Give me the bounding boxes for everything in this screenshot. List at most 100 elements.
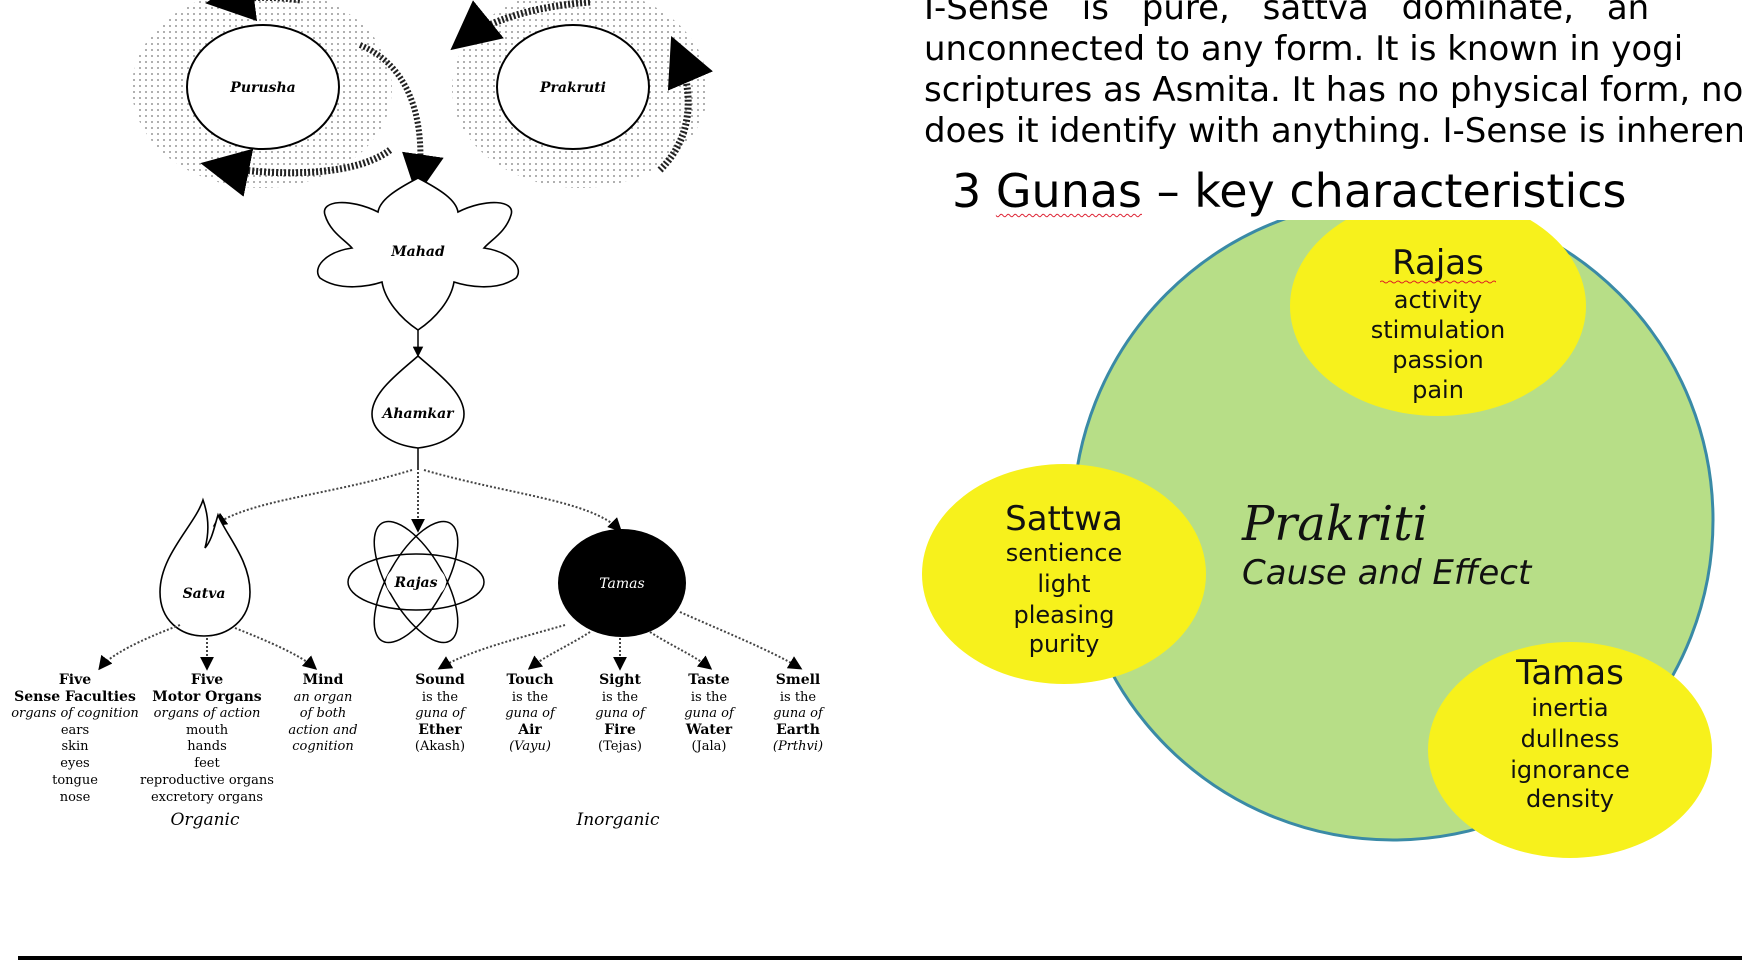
svg-text:organs of action: organs of action	[154, 706, 261, 721]
col-smell: Smell is the guna of Earth (Prthvi)	[773, 672, 825, 754]
sattwa-item: purity	[1029, 630, 1100, 658]
ahamkar-bud	[371, 354, 465, 449]
rajas-item: stimulation	[1371, 316, 1506, 344]
tamas-item: density	[1526, 785, 1614, 813]
svg-text:(Tejas): (Tejas)	[598, 739, 642, 754]
svg-text:Sense Faculties: Sense Faculties	[14, 689, 136, 705]
svg-text:action and: action and	[288, 723, 357, 738]
tamas-item: dullness	[1521, 725, 1620, 753]
col-sound: Sound is the guna of Ether (Akash)	[415, 672, 467, 754]
svg-text:Air: Air	[517, 722, 542, 738]
isense-paragraph: I-Sense is pure, sattva dominate, an unc…	[924, 0, 1742, 152]
tamas-circle	[558, 529, 686, 637]
tamas-circle-right	[1428, 642, 1712, 858]
col-mind: Mind an organ of both action and cogniti…	[288, 672, 357, 754]
arrow-to-smell	[679, 611, 803, 670]
col-motor-organs: Five Motor Organs organs of action mouth…	[140, 672, 274, 805]
tamas-item: inertia	[1531, 694, 1608, 722]
svg-text:eyes: eyes	[60, 756, 89, 771]
satva-flame	[159, 497, 251, 637]
paragraph-line: scriptures as Asmita. It has no physical…	[924, 70, 1742, 110]
arrow-to-taste	[649, 631, 713, 670]
purusha-circle	[186, 24, 340, 150]
col-sight: Sight is the guna of Fire (Tejas)	[595, 672, 647, 754]
purusha-label: Purusha	[229, 80, 295, 96]
swirl-arrow-top	[205, 0, 300, 22]
svg-text:is the: is the	[602, 690, 639, 705]
svg-text:Five: Five	[59, 672, 91, 688]
svg-text:guna of: guna of	[415, 706, 467, 721]
svg-text:organs of cognition: organs of cognition	[11, 706, 139, 721]
svg-text:is the: is the	[780, 690, 817, 705]
svg-text:of both: of both	[300, 706, 347, 721]
svg-text:cognition: cognition	[292, 739, 354, 754]
svg-text:(Prthvi): (Prthvi)	[773, 739, 823, 754]
rajas-item: pain	[1412, 376, 1464, 404]
svg-text:an organ: an organ	[294, 690, 353, 705]
svg-text:Sight: Sight	[599, 672, 641, 688]
svg-text:(Akash): (Akash)	[415, 739, 465, 754]
title-gunas-word: Gunas	[995, 164, 1142, 218]
svg-text:Sound: Sound	[415, 672, 465, 688]
col-touch: Touch is the guna of Air (Vayu)	[505, 672, 557, 754]
branch-satva	[212, 469, 413, 527]
svg-text:mouth: mouth	[186, 723, 229, 738]
rajas-label: Rajas	[393, 575, 437, 591]
svg-text:Five: Five	[191, 672, 223, 688]
arrow-to-senses	[98, 624, 181, 671]
prakriti-subtitle: Cause and Effect	[1242, 553, 1533, 593]
branch-tamas	[423, 469, 622, 532]
svg-text:Taste: Taste	[688, 672, 729, 688]
svg-text:Mind: Mind	[303, 672, 344, 688]
evolution-diagram: Purusha Prakruti Mahad Ahamkar Satva Raj…	[11, 0, 825, 830]
svg-text:Ether: Ether	[418, 722, 462, 738]
svg-text:excretory organs: excretory organs	[151, 790, 263, 805]
satva-label: Satva	[183, 586, 226, 602]
svg-text:Smell: Smell	[776, 672, 820, 688]
arrow-to-touch	[527, 631, 591, 670]
title-prefix: 3	[952, 164, 996, 218]
tamas-item: ignorance	[1510, 756, 1630, 784]
bottom-rule	[18, 956, 1742, 960]
svg-text:skin: skin	[61, 739, 89, 754]
prakruti-label: Prakruti	[539, 80, 606, 96]
arrow-to-mind	[234, 627, 318, 670]
rajas-title: Rajas	[1392, 243, 1484, 283]
svg-text:ears: ears	[61, 723, 89, 738]
svg-text:Touch: Touch	[506, 672, 553, 688]
swirl-arrow-center	[358, 42, 444, 197]
col-sense-faculties: Five Sense Faculties organs of cognition…	[11, 672, 139, 805]
svg-text:is the: is the	[691, 690, 728, 705]
rajas-item: activity	[1394, 286, 1482, 314]
svg-text:nose: nose	[60, 790, 91, 805]
ahamkar-label: Ahamkar	[380, 406, 455, 422]
col-taste: Taste is the guna of Water (Jala)	[684, 672, 736, 754]
svg-text:Motor Organs: Motor Organs	[152, 689, 262, 705]
svg-text:guna of: guna of	[684, 706, 736, 721]
sattwa-circle	[922, 464, 1206, 684]
svg-text:hands: hands	[187, 739, 227, 754]
svg-text:feet: feet	[194, 756, 220, 771]
swirl-arrow-prakruti-top	[450, 0, 591, 51]
organic-label: Organic	[171, 810, 240, 830]
rajas-atom	[347, 520, 485, 644]
gunas-title: 3 Gunas – key characteristics	[952, 164, 1626, 218]
sattwa-item: light	[1037, 570, 1090, 598]
prakruti-circle	[496, 24, 650, 150]
svg-text:(Vayu): (Vayu)	[509, 739, 551, 754]
rajas-circle	[1290, 220, 1586, 416]
svg-text:guna of: guna of	[595, 706, 647, 721]
svg-text:is the: is the	[422, 690, 459, 705]
paragraph-line: I-Sense is pure, sattva dominate, an	[924, 0, 1650, 28]
svg-text:reproductive organs: reproductive organs	[140, 773, 274, 788]
svg-text:Fire: Fire	[604, 722, 636, 738]
tamas-title: Tamas	[1515, 653, 1624, 693]
rajas-item: passion	[1392, 346, 1484, 374]
inorganic-label: Inorganic	[576, 810, 660, 830]
svg-text:is the: is the	[512, 690, 549, 705]
tamas-label: Tamas	[599, 576, 644, 592]
swirl-arrow-bottom	[200, 147, 393, 197]
rajas-title-squiggle	[1380, 280, 1496, 284]
sattwa-item: pleasing	[1014, 601, 1115, 629]
arrow-to-sound	[437, 624, 566, 670]
